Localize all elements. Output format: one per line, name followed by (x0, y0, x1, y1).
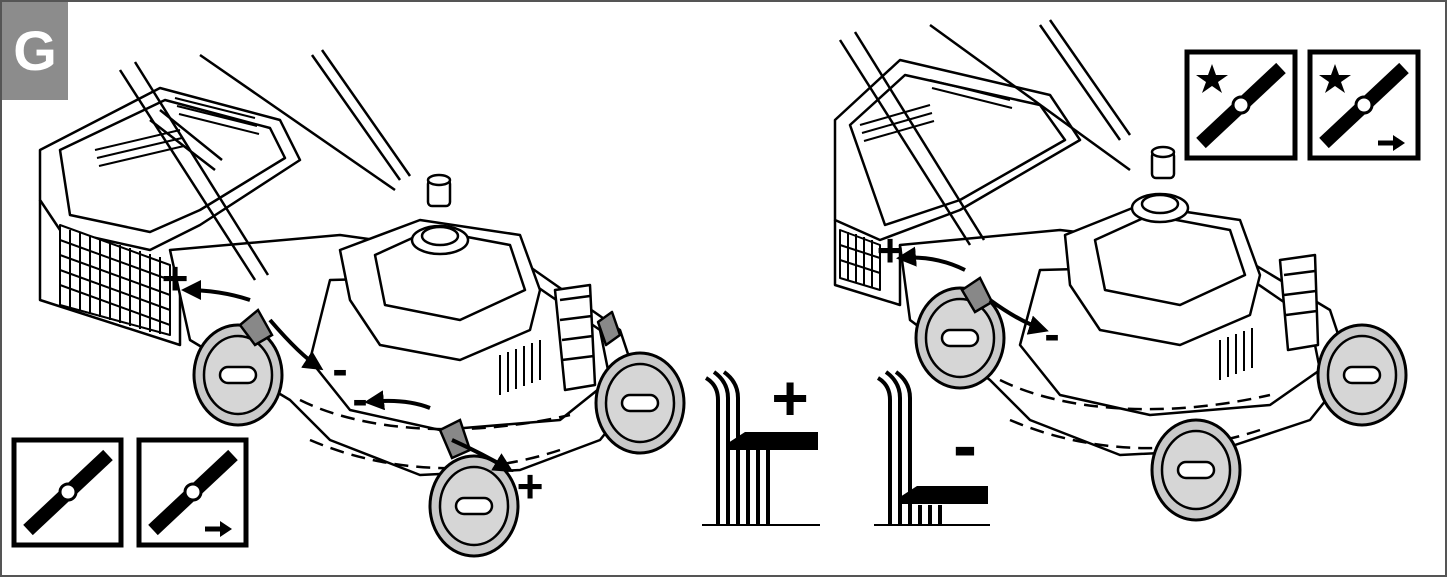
right-mark-minus: - (1044, 308, 1059, 360)
left-mark-plus-1: + (162, 252, 189, 304)
grass-high-symbol: + (702, 362, 820, 526)
right-mower-arrows (896, 246, 1049, 335)
blade-star-arrow-icon (1307, 49, 1421, 161)
blade-icon (11, 437, 124, 548)
left-mark-plus-2: + (517, 460, 544, 512)
left-mower (38, 49, 642, 477)
right-mark-plus: + (877, 224, 904, 276)
grass-low-mark: - (953, 406, 977, 486)
right-mower (833, 19, 1352, 457)
figure-label: G (2, 2, 68, 100)
figure-label-text: G (13, 19, 57, 82)
left-mark-minus-2: - (352, 373, 367, 425)
grass-high-mark: + (771, 362, 808, 434)
left-mower-arrows (181, 280, 514, 473)
blade-arrow-icon (136, 437, 249, 548)
left-mark-minus-1: - (332, 343, 347, 395)
blade-star-icon (1184, 49, 1298, 161)
grass-low-symbol: - (874, 370, 990, 526)
